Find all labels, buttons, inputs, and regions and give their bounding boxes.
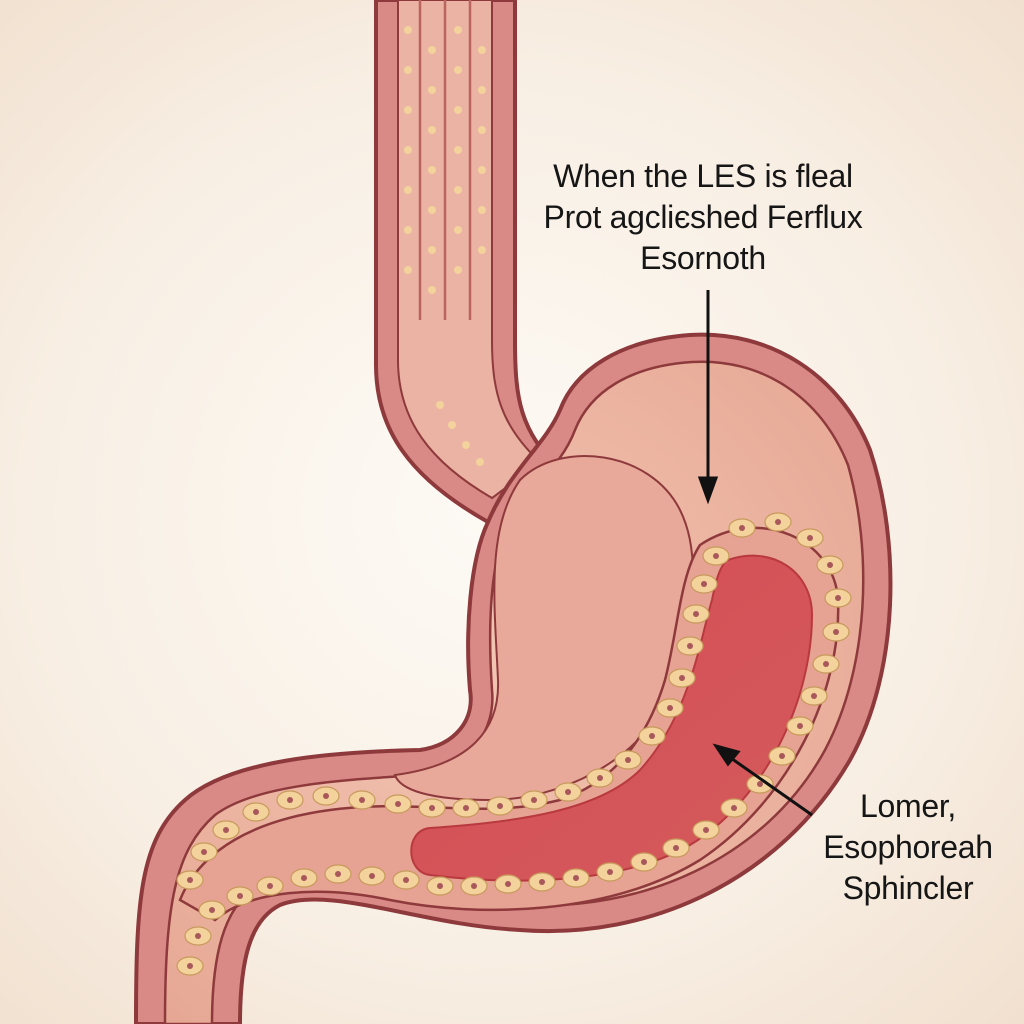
- cell-nucleus: [775, 519, 781, 525]
- cell-nucleus: [335, 871, 341, 877]
- bottom-label-line2: Esophoreah: [823, 829, 993, 865]
- cell-nucleus: [739, 525, 745, 531]
- cell-nucleus: [437, 883, 443, 889]
- cell-nucleus: [703, 827, 709, 833]
- top-label-line1: When the LES is fleal: [553, 158, 853, 194]
- cell-nucleus: [573, 875, 579, 881]
- cell-nucleus: [395, 801, 401, 807]
- cell-nucleus: [187, 963, 193, 969]
- cell-nucleus: [301, 875, 307, 881]
- cell-nucleus: [701, 581, 707, 587]
- cell-nucleus: [649, 733, 655, 739]
- cell-nucleus: [713, 553, 719, 559]
- mucosa-cells: [176, 512, 852, 976]
- cell-nucleus: [403, 877, 409, 883]
- cell-nucleus: [757, 781, 763, 787]
- cell-nucleus: [209, 907, 215, 913]
- cell-nucleus: [471, 883, 477, 889]
- cell-nucleus: [359, 797, 365, 803]
- cell-nucleus: [565, 789, 571, 795]
- esophagus-cells: [404, 26, 486, 466]
- cell-nucleus: [429, 805, 435, 811]
- bottom-label-line3: Sphincler: [842, 870, 974, 906]
- cell-nucleus: [625, 757, 631, 763]
- cell-nucleus: [497, 803, 503, 809]
- les-annotation-top: When the LES is fleal Prot agcliєshed Fe…: [528, 156, 878, 279]
- cell-nucleus: [827, 562, 833, 568]
- cell-nucleus: [731, 805, 737, 811]
- annotation-arrows: [697, 290, 813, 817]
- cell-nucleus: [835, 595, 841, 601]
- cell-nucleus: [667, 705, 673, 711]
- cell-nucleus: [811, 693, 817, 699]
- cell-nucleus: [237, 893, 243, 899]
- cell-nucleus: [687, 643, 693, 649]
- top-label-line2: Prot agcliєshed Ferflux: [543, 199, 863, 235]
- cell-nucleus: [779, 753, 785, 759]
- bottom-label-line1: Lomer,: [859, 788, 957, 824]
- bottom-arrow-head: [712, 743, 741, 767]
- cell-nucleus: [797, 723, 803, 729]
- cell-nucleus: [679, 675, 685, 681]
- cell-nucleus: [531, 797, 537, 803]
- cell-nucleus: [323, 793, 329, 799]
- sphincter-annotation: Lomer, Esophoreah Sphincler: [808, 786, 1008, 909]
- esophagus-folds: [418, 0, 472, 320]
- cell-nucleus: [641, 859, 647, 865]
- top-arrow-head: [697, 476, 719, 505]
- cell-nucleus: [287, 797, 293, 803]
- cell-nucleus: [693, 611, 699, 617]
- top-label-line3: Esornoth: [640, 240, 766, 276]
- cell-nucleus: [597, 775, 603, 781]
- fundus-pouch: [393, 455, 694, 802]
- cell-nucleus: [223, 827, 229, 833]
- cell-nucleus: [369, 873, 375, 879]
- cell-nucleus: [607, 869, 613, 875]
- cell-nucleus: [807, 535, 813, 541]
- cell-nucleus: [505, 881, 511, 887]
- cell-nucleus: [463, 805, 469, 811]
- cell-nucleus: [253, 809, 259, 815]
- cell-nucleus: [267, 883, 273, 889]
- bottom-arrow-line: [727, 754, 813, 817]
- cell-nucleus: [823, 661, 829, 667]
- cell-nucleus: [201, 849, 207, 855]
- cell-nucleus: [673, 845, 679, 851]
- cell-nucleus: [187, 877, 193, 883]
- cell-nucleus: [195, 933, 201, 939]
- cell-nucleus: [833, 629, 839, 635]
- cell-nucleus: [539, 879, 545, 885]
